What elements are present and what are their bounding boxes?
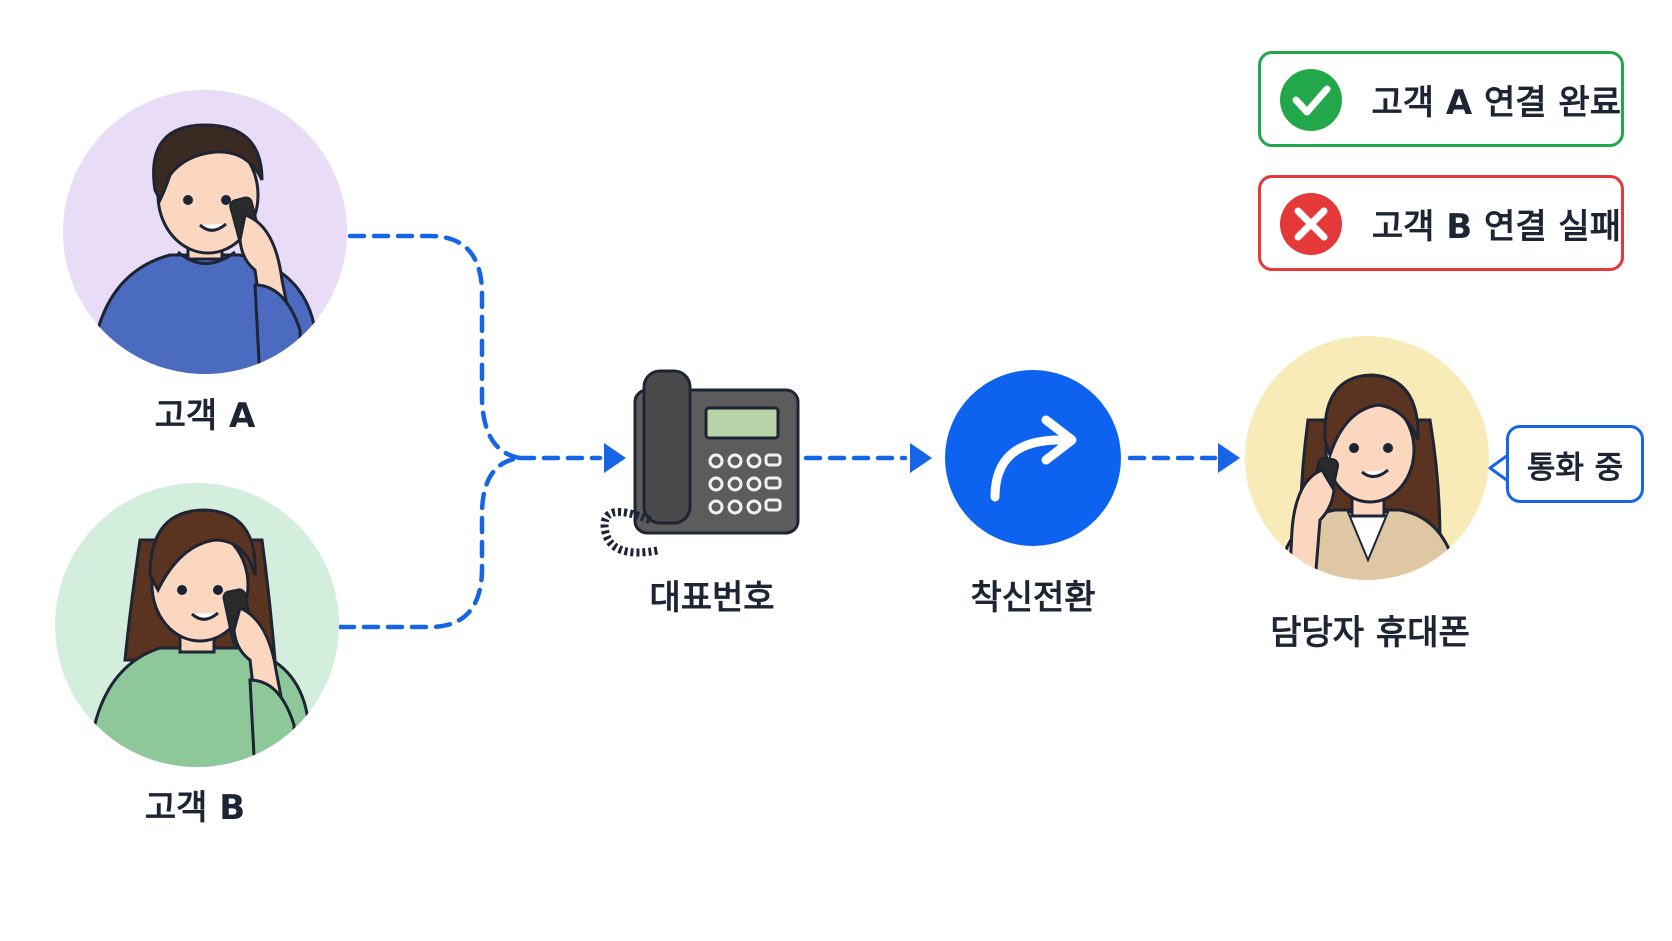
call-forward-icon [945, 370, 1121, 546]
customer-a-label: 고객 A [154, 396, 256, 436]
arrow-head-3 [1218, 443, 1240, 473]
flow-lines [337, 233, 1218, 630]
call-status-text: 통화 중 [1526, 449, 1624, 486]
call-status-bubble: 통화 중 [1506, 425, 1644, 503]
close-icon [1280, 193, 1342, 255]
arrow-heads [604, 443, 1240, 473]
agent-avatar [1245, 336, 1489, 580]
customer-a-avatar [63, 90, 347, 374]
customer-b-avatar [55, 483, 339, 767]
speech-bubble-tail [1488, 453, 1509, 483]
call-forward-label: 착신전환 [970, 578, 1096, 618]
agent-phone-label: 담당자 휴대폰 [1270, 613, 1470, 653]
status-failure-box: 고객 B 연결 실패 [1258, 175, 1624, 271]
main-number-label: 대표번호 [649, 578, 775, 618]
desk-phone-icon [600, 369, 800, 557]
status-success-box: 고객 A 연결 완료 [1258, 51, 1624, 147]
arrow-head-1 [604, 443, 626, 473]
status-success-text: 고객 A 연결 완료 [1371, 82, 1621, 123]
arrow-head-2 [910, 443, 932, 473]
customer-b-label: 고객 B [144, 788, 246, 828]
status-failure-text: 고객 B 연결 실패 [1371, 206, 1621, 247]
flow-line-customer-b [337, 455, 523, 630]
flow-line-customer-a [347, 233, 523, 461]
check-icon [1280, 69, 1342, 131]
